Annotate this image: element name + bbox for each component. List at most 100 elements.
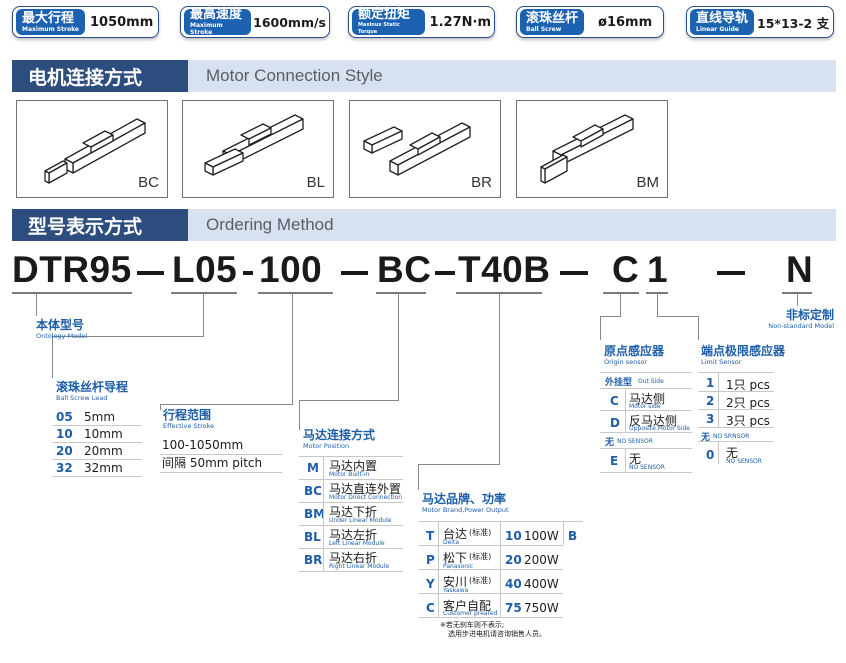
connector (203, 294, 205, 336)
connector (600, 316, 602, 340)
row-divider (600, 432, 692, 433)
code-body-model: DTR95 (12, 249, 132, 290)
connector (299, 400, 399, 402)
column-divider (500, 521, 501, 617)
code-stroke: 100 (259, 249, 323, 290)
banner-title-en: Motor Connection Style (206, 66, 383, 85)
limit-sensor-table: 1 1只 pcs 2 2只 pcs 3 3只 pcs 无 NO SRNSOR 0… (698, 372, 774, 465)
connector (499, 294, 501, 464)
connector (160, 404, 162, 410)
module-bc-illustration (44, 118, 146, 184)
code-limit-sensor: 1 (647, 249, 669, 290)
row-divider (52, 425, 142, 426)
table-row: 20 20mm (56, 444, 123, 458)
row-divider (52, 459, 142, 460)
row-divider (600, 372, 692, 373)
banner-title-cn: 型号表示方式 (12, 209, 188, 241)
stroke-table: 100-1050mm 间隔 50mm pitch (160, 437, 282, 473)
code-dash (717, 271, 745, 275)
connector (299, 400, 301, 430)
brake-code: B (568, 529, 578, 543)
row-divider (698, 441, 774, 442)
underline (456, 292, 542, 294)
style-box-br: BR (349, 100, 501, 198)
connector (418, 464, 420, 490)
row-divider (160, 454, 282, 455)
module-bl-illustration (204, 114, 304, 176)
spec-value: ø16mm (598, 14, 653, 30)
code-dash (341, 271, 368, 275)
connector (52, 336, 204, 338)
style-code: BC (138, 174, 159, 191)
ontology-label: 本体型号 Ontology Model (36, 318, 88, 340)
row-divider (299, 548, 403, 549)
row-divider (600, 410, 692, 411)
code-non-standard: N (786, 249, 814, 290)
code-dash (243, 271, 253, 275)
banner-title-en: Ordering Method (206, 215, 334, 234)
origin-sensor-table: 外挂型 Out Side C 马达侧 Motor side D 反马达侧 Opp… (600, 372, 692, 473)
column-divider (625, 388, 626, 432)
style-code: BM (636, 174, 660, 191)
table-row: 05 5mm (56, 410, 116, 424)
connector (52, 336, 54, 378)
style-box-bl: BL (182, 100, 334, 198)
connector (160, 404, 293, 406)
spec-value: 1050mm (89, 14, 154, 30)
connector (620, 294, 622, 316)
motor-connection-table: M 马达内置 Motor Built-in BC 马达直连外置 Motor Di… (299, 456, 403, 572)
underline (376, 292, 426, 294)
connector (600, 316, 621, 318)
row-divider (698, 427, 774, 428)
code-motor-connection: BC (377, 249, 432, 290)
row-divider (418, 569, 563, 570)
underline (258, 292, 333, 294)
underline (12, 292, 132, 294)
column-divider (718, 372, 719, 427)
connector (398, 294, 400, 400)
banner-title-cn: 电机连接方式 (12, 60, 188, 92)
lead-table: 05 5mm 10 10mm 20 20mm 32 32mm (52, 408, 142, 477)
underline (603, 292, 639, 294)
row-divider (418, 617, 563, 618)
table-row: BR 马达右折 Right Linear Module (304, 551, 390, 570)
row-divider (299, 571, 403, 572)
table-row: 32 32mm (56, 461, 123, 475)
style-code: BL (306, 174, 325, 191)
row-divider (600, 472, 692, 473)
row-divider (299, 525, 403, 526)
code-motor-brand: T40B (458, 249, 551, 290)
connector (418, 464, 500, 466)
row-divider (299, 456, 403, 457)
column-divider (625, 448, 626, 472)
underline (782, 292, 812, 294)
code-dash (435, 271, 455, 275)
spec-value: 15*13-2 支 (757, 15, 830, 31)
ordering-code: DTR95 L05 100 BC T40B C 1 N (10, 248, 840, 292)
code-dash (137, 271, 164, 275)
motor-brand-table: T 台达 (标准) Delta 10 100W B P 松下 (标准) Pana… (418, 521, 583, 618)
column-divider (323, 456, 324, 572)
table-row: BL 马达左折 Left Linear Module (304, 528, 385, 547)
connector (657, 316, 698, 318)
row-divider (698, 372, 774, 373)
table-row: BM 马达下折 Under Linear Module (304, 505, 392, 524)
code-lead: L05 (172, 249, 238, 290)
connector (657, 294, 659, 316)
non-standard-label: 非标定制 Non-standard Model (768, 308, 834, 330)
motor-brand-section: 马达品牌、功率 Motor Brand,Power Output (422, 492, 509, 514)
lead-section: 滚珠丝杆导程 Ball Screw Lead (56, 380, 129, 402)
row-divider (299, 502, 403, 503)
connector (698, 316, 700, 340)
row-divider (418, 545, 563, 546)
row-divider (600, 388, 692, 389)
underline (171, 292, 237, 294)
brand-note: ※若无刹车则不表示; 选用步进电机请咨询销售人员。 (440, 621, 546, 638)
code-dash (560, 271, 588, 275)
row-divider (418, 593, 563, 594)
